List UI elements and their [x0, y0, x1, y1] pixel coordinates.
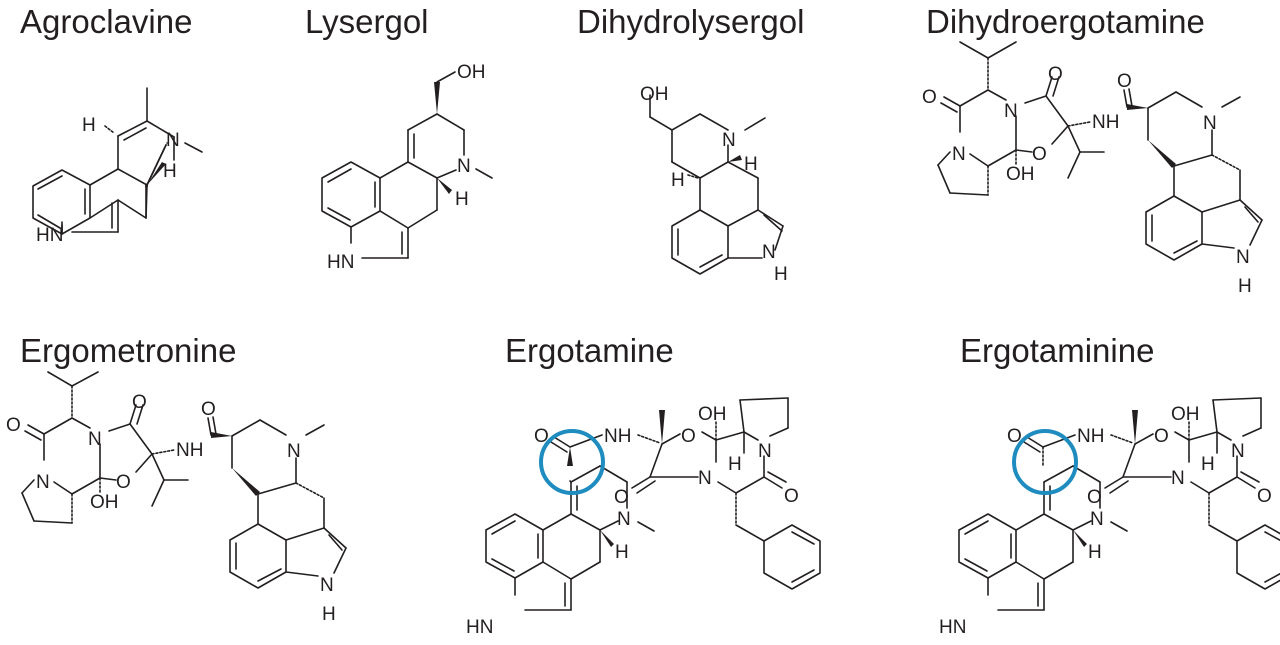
molecule-title-agroclavine: Agroclavine	[20, 3, 193, 40]
atom-nh: NH	[1092, 112, 1119, 133]
atom-o: O	[132, 392, 147, 413]
atom-o: O	[922, 87, 937, 108]
atom-h: H	[1201, 454, 1215, 475]
atom-nh: NH	[604, 426, 631, 447]
atom-o: O	[1154, 426, 1169, 447]
atom-o: O	[784, 486, 799, 507]
structure-ergotaminine: O NH O OH N H N O O N H HN	[939, 397, 1280, 638]
atom-hn: HN	[939, 617, 966, 638]
atom-h: H	[322, 604, 336, 625]
atom-nh: NH	[176, 440, 203, 461]
atom-o: O	[1007, 426, 1022, 447]
atom-n: N	[36, 472, 50, 493]
atom-n: N	[722, 130, 736, 151]
atom-h: H	[615, 542, 629, 563]
atom-h: H	[728, 454, 742, 475]
atom-nh: NH	[1077, 426, 1104, 447]
atom-h: H	[82, 115, 96, 136]
atom-o: O	[681, 426, 696, 447]
atom-h: H	[455, 189, 469, 210]
structure-ergotamine: O NH O OH N H N O O N H HN	[466, 397, 821, 638]
atom-oh: OH	[640, 84, 669, 105]
atom-o: O	[1087, 487, 1102, 508]
atom-h: H	[1088, 542, 1102, 563]
atom-n: N	[166, 130, 180, 151]
structure-agroclavine: N H H HN	[32, 87, 203, 246]
molecule-title-ergotaminine: Ergotaminine	[960, 332, 1155, 369]
atom-oh: OH	[457, 62, 486, 83]
atom-oh: OH	[1171, 404, 1200, 425]
atom-n: N	[758, 441, 772, 462]
molecule-title-dihydrolysergol: Dihydrolysergol	[577, 3, 805, 40]
atom-o: O	[1117, 71, 1132, 92]
atom-h: H	[744, 154, 758, 175]
atom-o: O	[201, 399, 216, 420]
atom-o: O	[6, 415, 21, 436]
atom-n: N	[1171, 468, 1185, 489]
atom-hn: HN	[466, 617, 493, 638]
atom-n: N	[762, 242, 776, 263]
atom-n: N	[1231, 441, 1245, 462]
atom-n: N	[287, 441, 301, 462]
structure-dihydrolysergol: OH N H H N H	[640, 84, 788, 285]
molecule-title-ergometronine: Ergometronine	[20, 332, 237, 369]
atom-n: N	[698, 468, 712, 489]
atom-h: H	[774, 264, 788, 285]
atom-hn: HN	[327, 252, 354, 273]
molecule-title-ergotamine: Ergotamine	[505, 332, 674, 369]
atom-o: O	[116, 472, 131, 493]
atom-n: N	[320, 575, 334, 596]
atom-o: O	[534, 426, 549, 447]
atom-oh: OH	[1006, 164, 1035, 185]
atom-n: N	[1090, 509, 1104, 530]
atom-h: H	[671, 170, 685, 191]
atom-n: N	[1004, 101, 1018, 122]
highlight-circle	[539, 429, 605, 495]
atom-n: N	[1236, 247, 1250, 268]
atom-o: O	[614, 487, 629, 508]
atom-n: N	[1203, 113, 1217, 134]
atom-hn: HN	[36, 225, 63, 246]
atom-n: N	[457, 156, 471, 177]
atom-n: N	[952, 144, 966, 165]
atom-oh: OH	[698, 404, 727, 425]
structure-ergometronine: O N O N O OH NH O N N H	[6, 371, 347, 625]
atom-h: H	[163, 161, 177, 182]
highlight-circle	[1012, 429, 1078, 495]
atom-n: N	[88, 429, 102, 450]
atom-n: N	[617, 509, 631, 530]
structure-lysergol: N H OH HN	[321, 62, 493, 273]
atom-o: O	[1032, 144, 1047, 165]
molecule-title-lysergol: Lysergol	[305, 3, 429, 40]
atom-h: H	[1238, 276, 1252, 297]
atom-o: O	[1048, 64, 1063, 85]
atom-oh: OH	[90, 492, 119, 513]
structure-dihydroergotamine: O N O N O OH NH O N N H	[922, 41, 1263, 297]
molecule-title-dihydroergotamine: Dihydroergotamine	[926, 3, 1205, 40]
atom-o: O	[1257, 486, 1272, 507]
